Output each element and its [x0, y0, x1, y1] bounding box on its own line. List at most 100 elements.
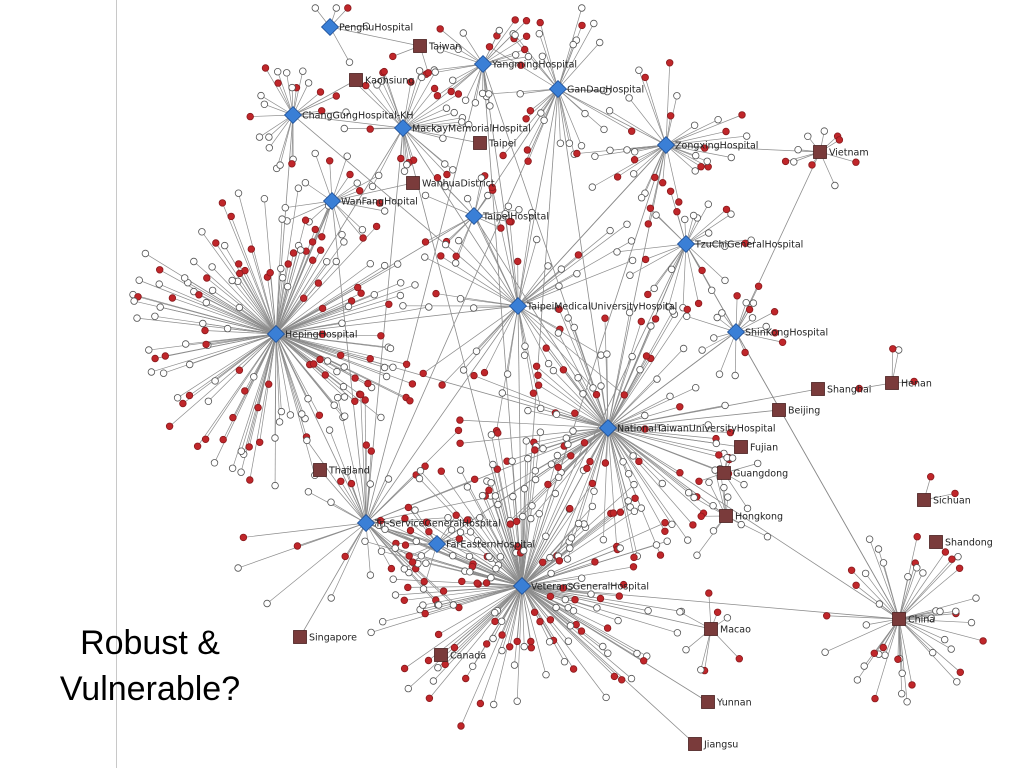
infected-patient-node	[357, 289, 365, 297]
contact-edge	[402, 71, 436, 129]
patient-node	[690, 493, 698, 502]
infected-patient-node	[357, 390, 365, 399]
contact-edge	[425, 195, 475, 217]
patient-node	[489, 460, 497, 469]
patient-node	[323, 357, 332, 365]
patient-node	[762, 322, 770, 331]
contact-edge	[521, 585, 569, 642]
hub-link-edge	[482, 63, 609, 429]
patient-node	[898, 690, 906, 698]
infected-patient-node	[441, 660, 449, 669]
contact-edge	[467, 519, 523, 587]
patient-node	[458, 118, 466, 126]
contact-edge	[607, 325, 652, 429]
infected-patient-node	[366, 125, 374, 133]
patient-node-layer	[129, 4, 987, 730]
contact-edge	[670, 191, 687, 245]
contact-edge	[365, 478, 475, 524]
patient-node	[491, 609, 499, 617]
infected-patient-node	[620, 391, 628, 399]
patient-node	[180, 274, 189, 282]
patient-node	[228, 464, 237, 472]
contact-edge	[253, 333, 277, 377]
region-node-sichuan: Sichuan	[917, 493, 971, 507]
patient-node	[340, 238, 348, 246]
patient-node	[742, 299, 750, 307]
patient-node	[569, 607, 578, 615]
contact-edge	[275, 229, 316, 335]
contact-edge	[607, 356, 633, 429]
contact-edge	[514, 34, 559, 90]
contact-edge	[237, 522, 367, 569]
patient-node	[605, 106, 614, 115]
patient-node	[597, 351, 605, 359]
contact-edge	[371, 585, 523, 633]
infected-patient-node	[185, 391, 194, 400]
patient-node	[724, 493, 732, 501]
patient-node	[472, 347, 481, 355]
contact-edge	[331, 175, 379, 202]
infected-patient-node	[513, 637, 521, 646]
patient-node	[619, 458, 627, 466]
contact-edge	[592, 144, 667, 188]
patient-node	[400, 167, 409, 175]
patient-node	[544, 359, 553, 368]
hospital-node-gandauhospital: GanDauHospital	[548, 79, 644, 99]
infected-patient-node	[437, 252, 445, 260]
region-node-guangdong: Guangdong	[717, 466, 788, 480]
contact-edge	[521, 566, 634, 587]
patient-node	[554, 329, 563, 337]
patient-node	[631, 148, 639, 156]
node-label: HepingHospital	[285, 330, 357, 341]
infected-patient-node	[527, 637, 535, 646]
contact-edge	[330, 501, 367, 524]
contact-edge	[265, 67, 294, 116]
patient-node	[496, 553, 505, 561]
patient-node	[533, 235, 541, 244]
hospital-node-shinkonghospital: ShinKongHospital	[726, 322, 828, 342]
infected-patient-node	[956, 668, 964, 676]
region-square-icon	[719, 509, 733, 523]
patient-node	[628, 352, 636, 361]
contact-edge	[610, 144, 667, 151]
contact-edge	[898, 551, 946, 620]
contact-edge	[521, 483, 593, 587]
hub-node-layer: PenghuHospitalYangmingHospitalGanDauHosp…	[266, 17, 993, 751]
patient-node	[590, 487, 598, 495]
contact-edge	[502, 88, 559, 156]
patient-node	[531, 475, 540, 484]
contact-edge	[607, 427, 730, 460]
contact-edge	[482, 19, 516, 65]
contact-edge	[215, 242, 277, 335]
region-node-china: China	[892, 612, 935, 626]
patient-node	[549, 366, 558, 375]
infected-patient-node	[580, 439, 589, 447]
infected-patient-node	[439, 587, 448, 595]
contact-edge	[267, 277, 277, 335]
infected-patient-node	[494, 429, 502, 437]
infected-patient-node	[546, 616, 555, 624]
patient-node	[456, 528, 465, 536]
contact-edge	[521, 577, 582, 587]
contact-edge	[155, 333, 277, 359]
patient-node	[520, 547, 528, 555]
contact-edge	[557, 23, 595, 90]
patient-node	[145, 346, 153, 354]
patient-node	[682, 646, 690, 654]
region-node-beijing: Beijing	[772, 403, 820, 417]
infected-patient-node	[499, 151, 507, 160]
contact-edge	[249, 333, 277, 481]
contact-edge	[521, 585, 647, 657]
contact-edge	[275, 333, 291, 415]
hub-link-edge	[329, 26, 421, 47]
contact-edge	[404, 518, 438, 545]
contact-edge	[352, 80, 404, 129]
contact-edge	[725, 515, 768, 538]
patient-node	[255, 133, 264, 141]
patient-node	[384, 475, 393, 483]
patient-node	[486, 102, 494, 110]
patient-node	[692, 151, 700, 160]
patient-node	[370, 291, 378, 299]
infected-patient-node	[847, 566, 856, 574]
contact-edge	[159, 283, 277, 335]
